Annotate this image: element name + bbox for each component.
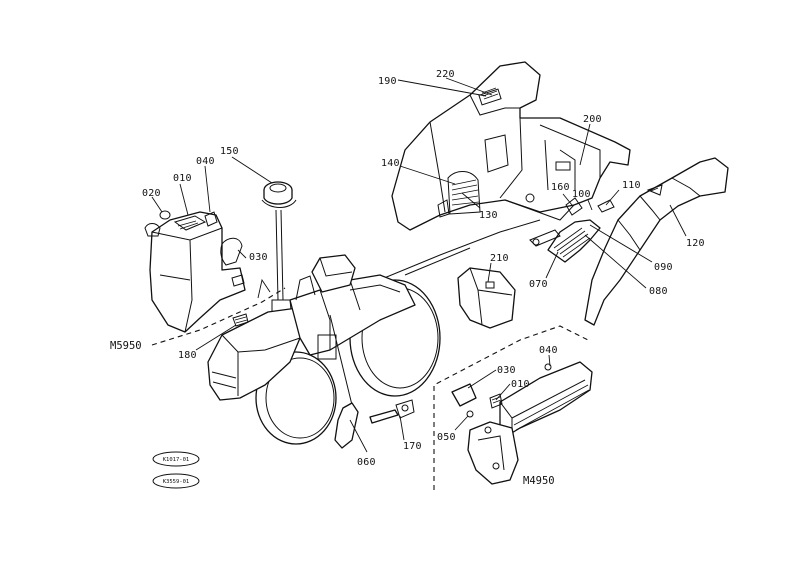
label-010: 010 (173, 173, 192, 184)
right-fender (584, 157, 729, 326)
label-030: 030 (249, 252, 268, 263)
filler-cap-pipe (261, 181, 297, 323)
tractor-body (207, 254, 441, 445)
ref-code-1: K1017-01 (163, 457, 190, 463)
label-190: 190 (378, 76, 397, 87)
pin-part (369, 399, 415, 424)
label-100: 100 (572, 189, 591, 200)
label-010-m4950: 010 (511, 379, 530, 390)
label-060: 060 (357, 457, 376, 468)
part-labels: 190 220 200 150 140 130 160 100 110 020 … (142, 69, 705, 468)
label-110: 110 (622, 180, 641, 191)
label-180: 180 (178, 350, 197, 361)
label-200: 200 (583, 114, 602, 125)
side-cover (457, 267, 516, 329)
leader-lines (151, 77, 687, 453)
label-220: 220 (436, 69, 455, 80)
step-bar-line (359, 219, 541, 289)
label-080: 080 (649, 286, 668, 297)
label-090: 090 (654, 262, 673, 273)
m4950-inset (433, 325, 593, 490)
label-150: 150 (220, 146, 239, 157)
label-210: 210 (490, 253, 509, 264)
label-020: 020 (142, 188, 161, 199)
label-040-m4950: 040 (539, 345, 558, 356)
model-label-m5950: M5950 (110, 340, 142, 352)
label-050: 050 (437, 432, 456, 443)
shift-lever (329, 314, 359, 449)
label-030-m4950: 030 (497, 365, 516, 376)
rear-fender-platform (391, 61, 631, 231)
label-070: 070 (529, 279, 548, 290)
ref-code-2: K3559-01 (163, 479, 190, 485)
label-160: 160 (551, 182, 570, 193)
m5950-boundary (151, 287, 286, 346)
label-120: 120 (686, 238, 705, 249)
fuel-tank (144, 210, 246, 333)
label-040: 040 (196, 156, 215, 167)
lever-guide-plate (529, 197, 615, 263)
label-170: 170 (403, 441, 422, 452)
label-140: 140 (381, 158, 400, 169)
label-130: 130 (479, 210, 498, 221)
reference-codes: K1017-01 K3559-01 (152, 451, 200, 489)
model-label-m4950: M4950 (523, 475, 555, 487)
